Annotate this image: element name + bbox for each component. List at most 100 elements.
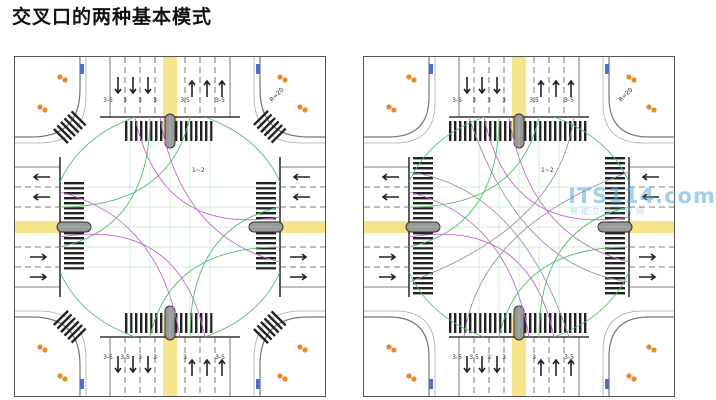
- lane-width-label: 3: [487, 354, 491, 361]
- crosswalk-corner-se: [253, 310, 287, 344]
- blue-marker: [256, 379, 260, 389]
- crosswalk-stripe: [60, 121, 76, 137]
- watermark-logo: ITS114.com 智能交通世界网: [568, 184, 715, 218]
- lane-arrow-w: [381, 193, 399, 201]
- crosswalk-stripe: [53, 128, 69, 144]
- signal-marker: [406, 373, 412, 379]
- left-turn-path-extra: [408, 171, 570, 338]
- crosswalk-stripe: [70, 327, 87, 344]
- crosswalk-w: [64, 262, 84, 265]
- crosswalk-e: [256, 217, 276, 220]
- crosswalk-w: [413, 177, 433, 180]
- crosswalk-s: [175, 313, 178, 333]
- signal-marker: [62, 376, 68, 382]
- lane-width-label: 3: [502, 97, 506, 104]
- signal-marker: [626, 74, 632, 80]
- sidewalk-se: [253, 310, 325, 396]
- crosswalk-e: [605, 292, 625, 295]
- crosswalk-e: [605, 247, 625, 250]
- lane-width-label: 3.5: [529, 97, 539, 104]
- crosswalk-e: [605, 202, 625, 205]
- crosswalk-w: [413, 182, 433, 185]
- crosswalk-e: [256, 182, 276, 185]
- crosswalk-w: [413, 232, 433, 235]
- blue-marker: [605, 379, 609, 389]
- lane-arrow-e: [292, 193, 310, 201]
- crosswalk-e: [605, 207, 625, 210]
- lane-width-label: 3: [183, 354, 187, 361]
- lane-arrow-w-in: [379, 253, 397, 261]
- crosswalk-s: [494, 313, 497, 333]
- signal-marker: [62, 77, 68, 83]
- left-turn-path: [134, 116, 281, 221]
- curb-nw: [364, 57, 430, 138]
- crosswalk-w: [413, 202, 433, 205]
- crosswalk-n: [180, 121, 183, 141]
- turn-path: [408, 271, 485, 338]
- lane-arrow-n-out: [188, 79, 196, 97]
- lane-arrow-w: [32, 193, 50, 201]
- crosswalk-s: [195, 313, 198, 333]
- crosswalk-e: [605, 252, 625, 255]
- crosswalk-w: [413, 262, 433, 265]
- crosswalk-w: [413, 192, 433, 195]
- crosswalk-s: [544, 313, 547, 333]
- left-turn-path-extra: [468, 116, 630, 283]
- crosswalk-w: [413, 167, 433, 170]
- crosswalk-stripe: [53, 310, 69, 326]
- lane-arrow-s: [537, 358, 545, 376]
- lane-width-label: 3: [472, 97, 476, 104]
- signal-marker: [631, 77, 637, 83]
- crosswalk-e: [256, 202, 276, 205]
- crosswalk-n: [574, 121, 577, 141]
- crosswalk-stripe: [260, 321, 276, 337]
- lane-width-label: 3-5: [215, 354, 225, 361]
- lane-arrow-n-out: [567, 79, 575, 97]
- turn-path: [59, 116, 136, 183]
- crosswalk-w: [64, 192, 84, 195]
- crosswalk-n: [130, 121, 133, 141]
- signal-marker: [57, 373, 63, 379]
- crosswalk-n: [200, 121, 203, 141]
- crosswalk-e: [605, 242, 625, 245]
- signal-marker: [386, 344, 392, 350]
- crosswalk-s: [130, 313, 133, 333]
- crosswalk-s: [499, 313, 502, 333]
- lane-arrow-s: [218, 358, 226, 376]
- lane-width-label: 3: [502, 354, 506, 361]
- lane-width-label: 3: [138, 97, 142, 104]
- crosswalk-s: [564, 313, 567, 333]
- crosswalk-s: [554, 313, 557, 333]
- crosswalk-stripe: [67, 113, 84, 130]
- signal-marker: [411, 376, 417, 382]
- crosswalk-e: [256, 212, 276, 215]
- lane-arrow-n: [144, 77, 152, 95]
- crosswalk-e: [605, 217, 625, 220]
- lane-width-label: 3: [532, 354, 536, 361]
- lane-arrow-w: [32, 173, 50, 181]
- crosswalk-s: [534, 313, 537, 333]
- curb-ne: [608, 57, 674, 138]
- crosswalk-w: [413, 207, 433, 210]
- signal-marker: [302, 347, 308, 353]
- crosswalk-e: [256, 262, 276, 265]
- crosswalk-n: [489, 121, 492, 141]
- lane-arrow-s: [552, 358, 560, 376]
- crosswalk-stripe: [267, 124, 284, 141]
- crosswalk-e: [256, 187, 276, 190]
- crosswalk-s: [449, 313, 452, 333]
- crosswalk-w: [64, 182, 84, 185]
- crosswalk-w: [64, 212, 84, 215]
- lane-width-label: 3-5: [452, 354, 462, 361]
- crosswalk-w: [64, 252, 84, 255]
- crosswalk-s: [504, 313, 507, 333]
- left-turn-path: [408, 191, 530, 338]
- lane-arrow-n: [129, 77, 137, 95]
- crosswalk-w: [413, 212, 433, 215]
- crosswalk-s: [190, 313, 193, 333]
- crosswalk-n: [524, 121, 527, 141]
- crosswalk-n: [584, 121, 587, 141]
- lane-arrow-n: [114, 77, 122, 95]
